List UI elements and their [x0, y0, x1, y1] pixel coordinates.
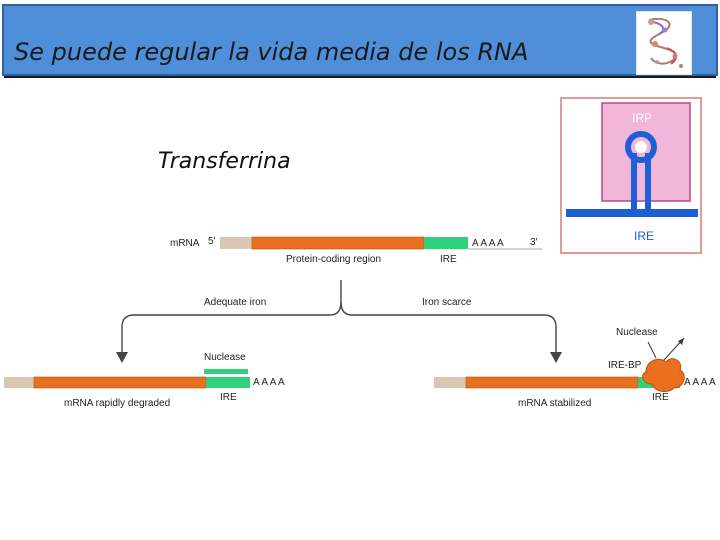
ire-rna-strand [566, 209, 698, 217]
stabilized-caption: mRNA stabilized [518, 398, 592, 409]
top-ire-label: IRE [440, 254, 457, 265]
top-polya: A A A A [472, 238, 504, 249]
adequate-iron-label: Adequate iron [204, 297, 267, 308]
right-polya: A A A A [684, 377, 716, 388]
left-nuclease-label: Nuclease [204, 352, 246, 363]
title-bar [2, 4, 718, 76]
ire-label: IRE [634, 229, 655, 243]
irp-label: IRP [632, 111, 653, 125]
irp-ire-inset: IRP IRE [560, 97, 702, 254]
right-ire-label: IRE [652, 392, 669, 403]
subtitle: Transferrina [158, 149, 291, 174]
top-coding-region [251, 236, 425, 250]
left-ire-label: IRE [220, 392, 237, 403]
left-mrna [4, 369, 250, 389]
left-polya: A A A A [253, 377, 285, 388]
mrna-label: mRNA [170, 238, 200, 249]
right-mrna [434, 358, 685, 392]
ire-bp-protein [642, 358, 685, 392]
branch-arrows [121, 280, 557, 356]
left-nuclease-mark [204, 369, 248, 374]
ire-loop [625, 131, 657, 163]
molecule-thumbnail [636, 11, 692, 75]
degraded-caption: mRNA rapidly degraded [64, 398, 171, 409]
slide-title: Se puede regular la vida media de los RN… [14, 38, 529, 66]
top-mrna [220, 236, 542, 250]
top-ire-segment [424, 237, 468, 249]
title-underline [4, 76, 716, 78]
right-nuclease-label: Nuclease [616, 327, 658, 338]
coding-region-label: Protein-coding region [286, 254, 382, 265]
iron-scarce-label: Iron scarce [422, 297, 472, 308]
irebp-label: IRE-BP [608, 360, 642, 371]
three-prime-label: 3′ [530, 237, 538, 248]
five-prime-label: 5′ [208, 236, 216, 247]
top-5utr [220, 237, 252, 249]
left-arrowhead [116, 352, 128, 363]
right-arrowhead [550, 352, 562, 363]
